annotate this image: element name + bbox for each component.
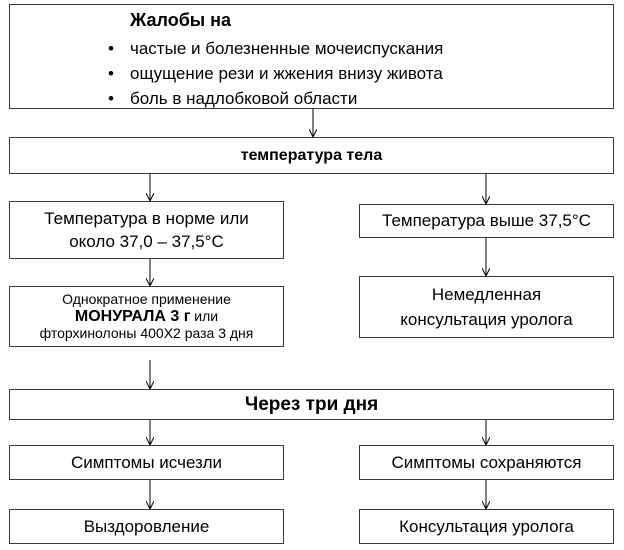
high-temperature-box: Температура выше 37,5°C (359, 204, 614, 238)
recovery-label: Выздоровление (83, 516, 210, 536)
high-temperature-label: Температура выше 37,5°C (382, 211, 591, 230)
complaint-item: ощущение рези и жжения внизу живота (108, 61, 443, 86)
complaints-title: Жалобы на (130, 10, 232, 30)
symptoms-persist-box: Симптомы сохраняются (359, 445, 614, 480)
normal-temperature-box: Температура в норме или около 37,0 – 37,… (9, 201, 284, 259)
normal-temperature-line1: Температура в норме или (44, 209, 249, 228)
complaint-item: частые и болезненные мочеиспускания (108, 36, 443, 61)
symptoms-resolved-label: Симптомы исчезли (70, 452, 223, 472)
temperature-label: температура тела (240, 146, 383, 164)
complaints-list: частые и болезненные мочеиспускания ощущ… (108, 36, 443, 111)
after-three-days-label: Через три дня (244, 393, 379, 415)
temperature-box: температура тела (9, 137, 614, 174)
urgent-line1: Немедленная (431, 285, 542, 304)
urgent-line2: консультация уролога (400, 310, 573, 329)
urgent-consult-box: Немедленная консультация уролога (359, 276, 614, 338)
urologist-consult-label: Консультация уролога (399, 516, 574, 536)
normal-temperature-line2: около 37,0 – 37,5°C (69, 232, 224, 251)
treatment-drug: МОНУРАЛА 3 г (74, 308, 191, 325)
treatment-line1: Однократное применение (62, 291, 231, 307)
urologist-consult-box: Консультация уролога (359, 509, 614, 544)
treatment-or: или (190, 308, 219, 324)
symptoms-resolved-box: Симптомы исчезли (9, 445, 284, 480)
treatment-line3: фторхинолоны 400Х2 раза 3 дня (39, 325, 254, 341)
recovery-box: Выздоровление (9, 509, 284, 544)
after-three-days-box: Через три дня (9, 389, 614, 420)
symptoms-persist-label: Симптомы сохраняются (391, 452, 582, 472)
treatment-box: Однократное применение МОНУРАЛА 3 г или … (9, 286, 284, 347)
complaint-item: боль в надлобковой области (108, 86, 443, 111)
treatment-line2: МОНУРАЛА 3 г или (75, 308, 218, 325)
